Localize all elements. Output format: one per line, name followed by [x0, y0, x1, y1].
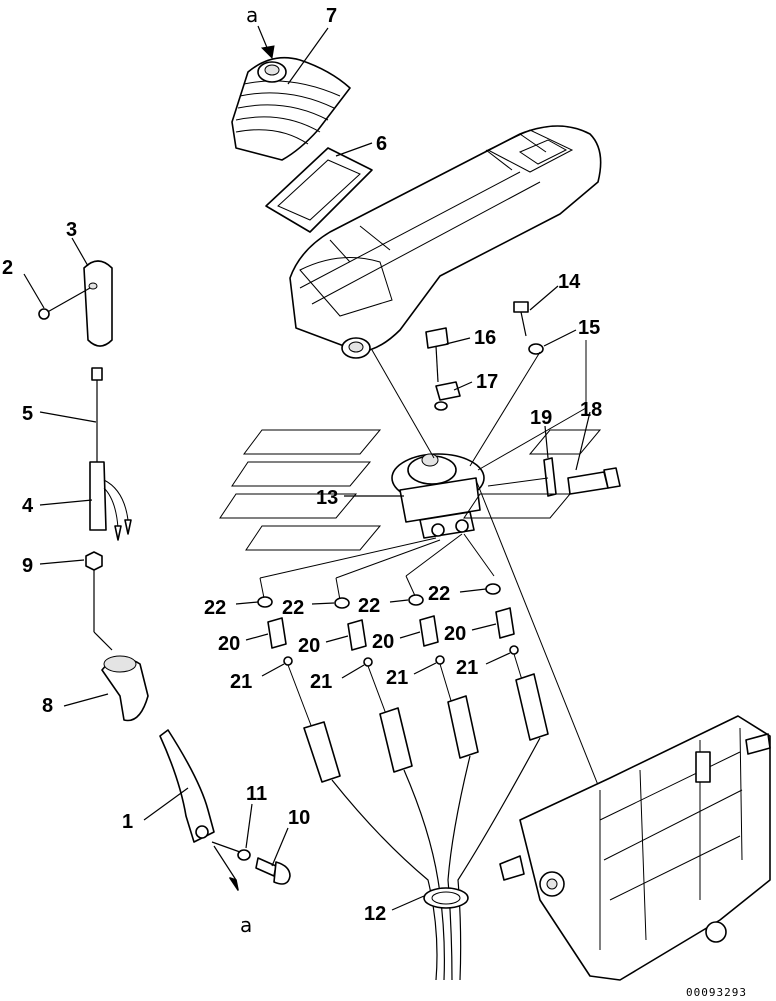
boot-part: [231, 56, 351, 161]
screw-part: [38, 287, 91, 320]
hose-clamp-part: [423, 887, 469, 909]
port-leaders: [259, 533, 495, 601]
callout-14: 14: [558, 271, 581, 293]
adapter-part: [101, 655, 149, 722]
background-hatching: [219, 429, 602, 551]
callout-labels: 1 2 3 4 5 6 7 8 9 10 11 12 13 14 15 16 1…: [2, 3, 747, 999]
nut-part: [85, 551, 103, 571]
hose-part: [287, 653, 549, 981]
bolt-18-part: [567, 467, 621, 495]
callout-20: 20: [298, 635, 320, 657]
callout-11: 11: [246, 783, 267, 805]
callout-13: 13: [316, 487, 338, 509]
callout-22: 22: [428, 583, 450, 605]
callout-10: 10: [288, 807, 310, 829]
callout-leaders: [23, 27, 591, 911]
callout-16: 16: [474, 327, 496, 349]
lever-part: [159, 729, 215, 843]
console-cover-part: [289, 125, 602, 359]
frame-part: [265, 147, 373, 233]
callout-18: 18: [580, 399, 602, 421]
callout-22: 22: [358, 595, 380, 617]
drawing-code: 00093293: [686, 986, 747, 999]
spacer-17-part: [434, 381, 461, 411]
callout-22: 22: [282, 597, 304, 619]
callout-6: 6: [376, 133, 387, 155]
washer-15-part: [528, 343, 544, 355]
pilot-valve-part: [391, 453, 485, 539]
callout-21: 21: [310, 671, 332, 693]
callout-20: 20: [444, 623, 466, 645]
callout-8: 8: [42, 695, 53, 717]
mounting-bracket-part: [499, 715, 771, 981]
callout-17: 17: [476, 371, 498, 393]
callout-15: 15: [578, 317, 600, 339]
callout-7: 7: [326, 5, 337, 27]
pin-19-part: [543, 457, 557, 497]
callout-20: 20: [218, 633, 240, 655]
callout-5: 5: [22, 403, 33, 425]
callout-1: 1: [122, 811, 133, 833]
callout-4: 4: [22, 495, 34, 517]
callout-21: 21: [386, 667, 408, 689]
callout-22: 22: [204, 597, 226, 619]
o-ring-part: [257, 583, 501, 609]
callout-12: 12: [364, 903, 386, 925]
wire-harness-part: [89, 367, 132, 541]
washer-part: [237, 849, 251, 861]
callout-9: 9: [22, 555, 33, 577]
callout-19: 19: [530, 407, 552, 429]
callout-21: 21: [456, 657, 478, 679]
callout-2: 2: [2, 257, 13, 279]
callout-3: 3: [66, 219, 77, 241]
view-mark-top: a: [246, 3, 258, 27]
fitting-part: [267, 607, 515, 651]
view-mark-bottom: a: [240, 913, 252, 937]
callout-21: 21: [230, 671, 252, 693]
callout-20: 20: [372, 631, 394, 653]
bolt-14-part: [513, 301, 529, 337]
knob-part: [83, 260, 113, 347]
bolt-16-part: [425, 327, 449, 383]
bolt-part: [255, 857, 291, 885]
